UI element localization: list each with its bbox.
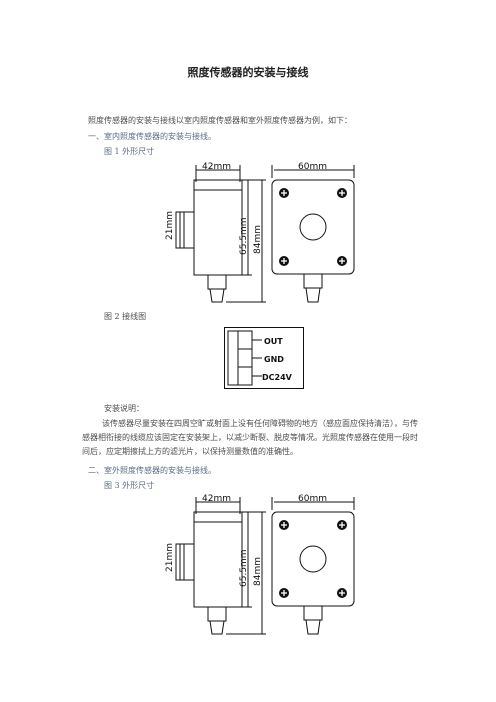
install-paragraph: 该传感器尽量安装在四周空旷或射面上没有任何障碍物的地方（感应面应保持清洁），与传… <box>82 419 418 456</box>
install-label: 安装说明： <box>104 404 144 413</box>
dimension-drawing-fig1: 42mm 60mm 21mm 65.5mm 84mm <box>165 162 355 303</box>
dim-width-front: 60mm <box>298 162 327 172</box>
figure-caption-1: 图 1 外形尺寸 <box>104 147 155 156</box>
figure-caption-3: 图 3 外形尺寸 <box>104 481 155 490</box>
section-heading-outdoor: 二、室外照度传感器的安装与接线。 <box>88 466 216 475</box>
dimension-drawing-fig3: 42mm 60mm 21mm 65.5mm 84mm <box>165 494 355 635</box>
document-title: 照度传感器的安装与接线 <box>187 66 309 79</box>
terminal-dc24v: DC24V <box>262 373 293 382</box>
section-heading-indoor: 一、室内照度传感器的安装与接线。 <box>88 132 216 141</box>
dim-height-body: 65.5mm <box>239 549 249 587</box>
dim-height-body: 65.5mm <box>239 217 249 255</box>
dim-height-total: 84mm <box>253 557 263 586</box>
terminal-gnd: GND <box>264 355 284 364</box>
intro-text: 照度传感器的安装与接线以室内照度传感器和室外照度传感器为例，如下： <box>88 116 352 125</box>
dim-width-side: 42mm <box>202 162 231 172</box>
dim-width-side: 42mm <box>202 494 231 504</box>
wiring-diagram: OUT GND DC24V <box>224 327 304 389</box>
terminal-out: OUT <box>264 337 283 346</box>
dim-thread: 21mm <box>165 211 175 240</box>
figure-caption-2: 图 2 接线图 <box>104 312 147 321</box>
dim-height-total: 84mm <box>253 225 263 254</box>
dim-width-front: 60mm <box>298 494 327 504</box>
dim-thread: 21mm <box>165 543 175 572</box>
